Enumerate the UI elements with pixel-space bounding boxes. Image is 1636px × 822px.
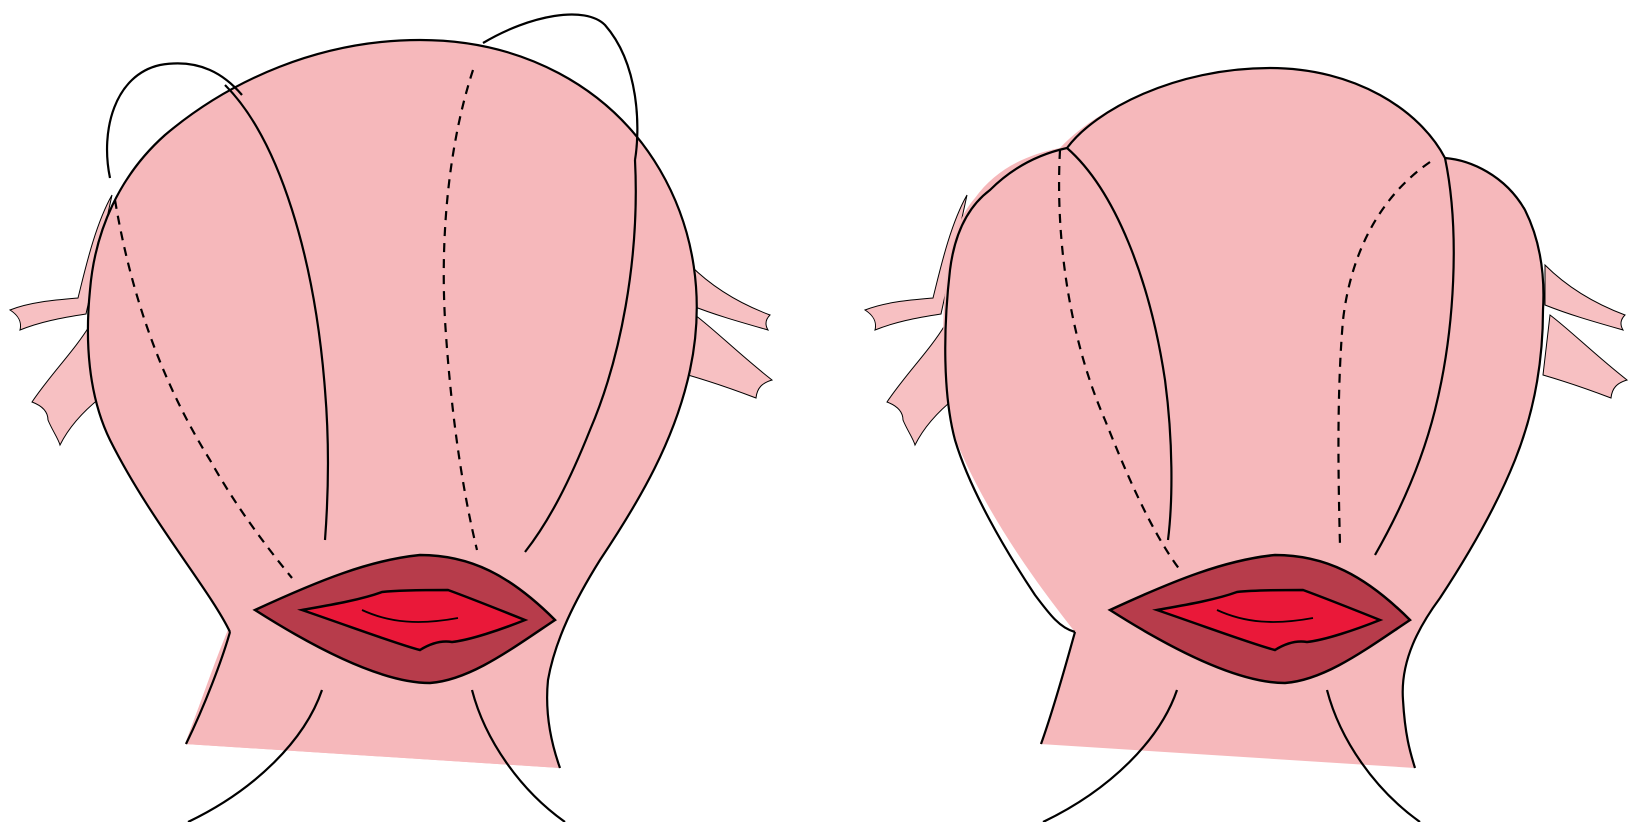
right-panel-right-flap-upper: [1544, 263, 1626, 331]
right-panel-left-flap-lower: [886, 323, 956, 447]
left-lip-crease: [361, 609, 459, 623]
right-panel-lip-crease: [1216, 609, 1314, 623]
right-panel-head-fill: [943, 68, 1544, 768]
right-flap-lower: [687, 314, 774, 399]
left-line-4-solid: [524, 159, 637, 553]
left-line-1-solid: [224, 84, 330, 541]
right-panel-neck-left-outline: [1039, 631, 1077, 745]
right-flap-upper: [689, 263, 771, 331]
left-inner-lip: [297, 588, 529, 652]
left-neck-thread-left: [187, 689, 324, 822]
left-flap-upper: [8, 194, 113, 331]
right-panel-neck-thread-left: [1042, 689, 1179, 822]
right-panel-line-3-dashed: [1337, 161, 1431, 546]
right-panel-right-flap-lower: [1542, 314, 1629, 399]
left-neck-thread-right: [470, 689, 566, 822]
left-line-2-dashed: [113, 199, 293, 579]
right-panel-head-outline: [944, 66, 1545, 769]
right-panel-line-1-solid: [1066, 147, 1173, 541]
left-head-outline: [86, 38, 698, 769]
right-panel-line-4-solid: [1374, 157, 1455, 556]
right-panel-left-flap-upper: [863, 194, 968, 331]
right-panel-inner-lip: [1152, 588, 1384, 652]
left-flap-lower: [31, 323, 101, 447]
left-thread-right: [482, 13, 639, 161]
right-panel-line-2-dashed: [1057, 149, 1181, 571]
right-panel-neck-thread-right: [1325, 689, 1421, 822]
left-thread-left: [106, 62, 243, 179]
panel-right-diagram: [863, 66, 1629, 822]
left-neck-left-outline: [185, 631, 232, 745]
left-head-fill: [87, 40, 697, 768]
panel-left-diagram: [8, 13, 774, 822]
